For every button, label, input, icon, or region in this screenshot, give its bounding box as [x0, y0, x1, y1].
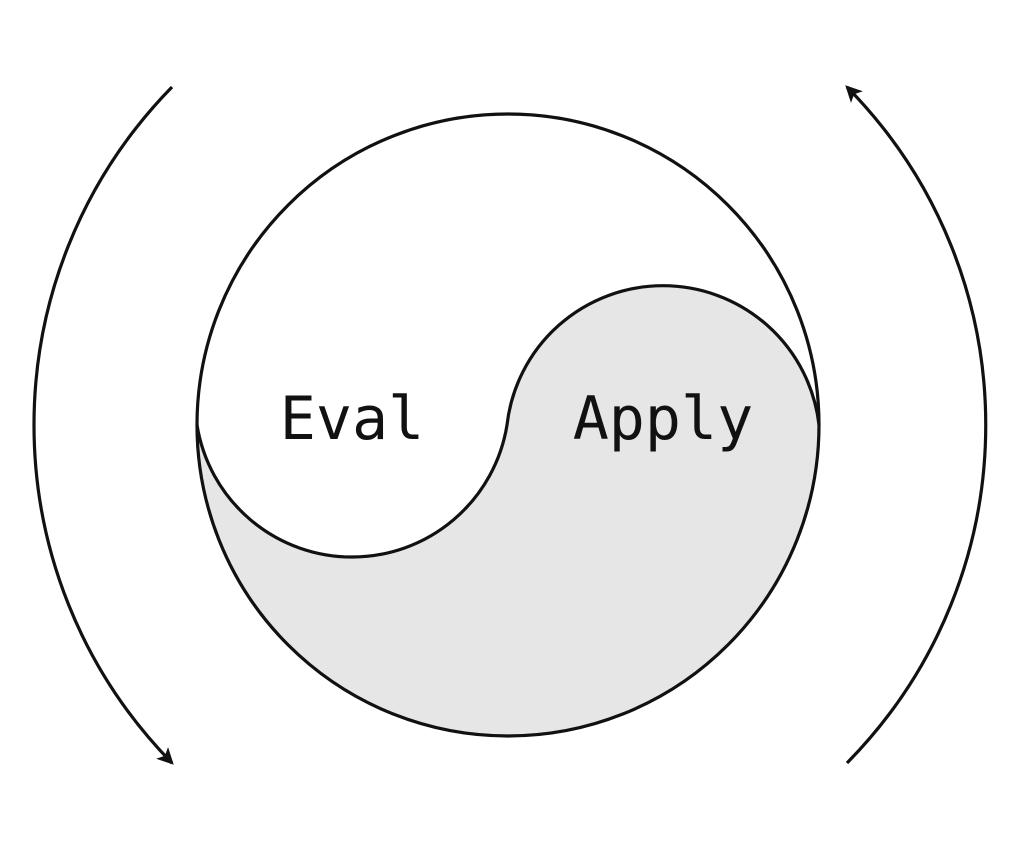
apply-region	[197, 285, 819, 736]
eval-label: Eval	[280, 384, 425, 454]
right-cycle-arrow	[845, 85, 988, 765]
left-cycle-arrow	[32, 85, 174, 765]
s-curve-divider	[195, 284, 821, 559]
apply-label: Apply	[573, 384, 754, 454]
